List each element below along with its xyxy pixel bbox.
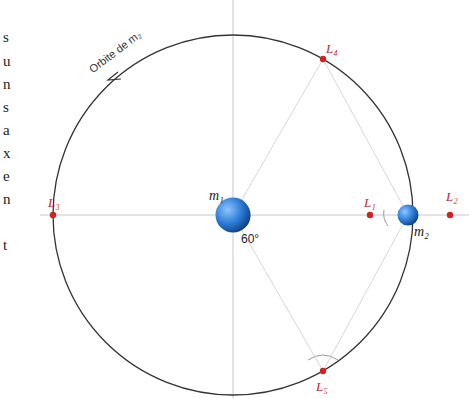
triangle-l4	[233, 59, 408, 215]
lagrange-label: L₄	[326, 42, 338, 55]
angle-label: 60°	[241, 233, 259, 245]
text-fragment: n	[3, 77, 11, 92]
lagrange-point	[367, 212, 373, 218]
body-sphere	[397, 204, 419, 226]
orbit-arrow	[108, 72, 121, 80]
lagrange-label: L₁	[364, 196, 376, 209]
text-fragment: s	[3, 30, 9, 45]
mass-label: m₁	[209, 189, 224, 203]
sphere	[398, 205, 419, 226]
text-fragment: e	[3, 169, 10, 184]
secondary-body: m₂	[397, 204, 419, 226]
mass-label: m₂	[414, 225, 429, 239]
angle-arc-l1	[384, 210, 388, 226]
angle-arc-l5	[308, 355, 338, 360]
text-fragment: s	[3, 100, 9, 115]
lagrange-label: L₅	[316, 380, 328, 393]
text-fragment: x	[3, 146, 11, 161]
text-fragment: a	[3, 123, 10, 138]
lagrange-label: L₂	[446, 190, 458, 203]
lagrange-label: L₃	[48, 196, 60, 209]
lagrange-point	[50, 212, 56, 218]
primary-body: m₁	[215, 197, 251, 233]
lagrange-point	[447, 212, 453, 218]
text-fragment: n	[3, 192, 11, 207]
lagrange-point	[320, 368, 326, 374]
triangle-l5	[233, 215, 408, 371]
lagrange-point	[320, 56, 326, 62]
orbit-circle	[53, 35, 413, 395]
orbit-label: Orbite de m₂	[87, 29, 143, 75]
text-fragment: u	[3, 54, 11, 69]
text-fragment: t	[3, 238, 7, 253]
